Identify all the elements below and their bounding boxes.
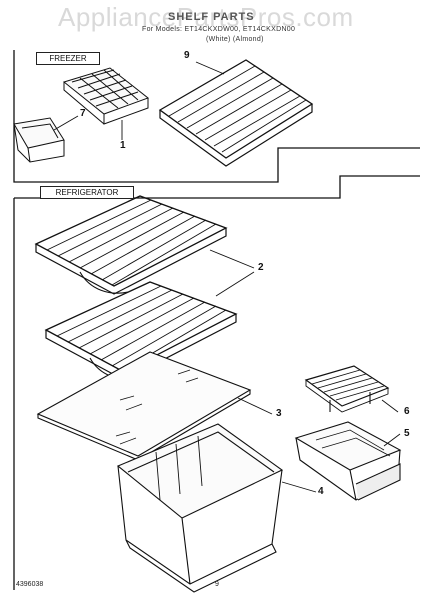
callout-1: 1 [120,140,126,151]
page-title: SHELF PARTS [168,11,255,23]
callout-9: 9 [184,50,190,61]
leader-2-upper [209,249,255,269]
leader-lines [53,61,401,493]
refrigerator-top-border [14,175,420,199]
refrigerator-label: REFRIGERATOR [40,186,134,199]
callout-2: 2 [258,262,264,273]
meat-keeper-pan-drawing [294,421,402,501]
watermark-text: AppliancePartsPros.com [58,2,354,32]
freezer-label: FREEZER [36,52,100,65]
callout-6: 6 [404,406,410,417]
models-line: For Models: ET14CKXDW00, ET14CKXDN00 [142,26,296,33]
leader-2-lower [215,271,255,297]
callout-3: 3 [276,408,282,419]
callout-4: 4 [318,486,324,497]
glass-cover-drawing [36,351,252,461]
document-number: 4396038 [16,581,44,588]
colors-line: (White) (Almond) [206,36,264,43]
freezer-bin-drawing [13,117,65,163]
meat-pan-shelf-drawing [304,365,390,413]
crisper-drawer-drawing [116,423,284,593]
freezer-section-border [13,50,420,183]
callout-5: 5 [404,428,410,439]
leader-6 [381,399,399,413]
freezer-wire-shelf-drawing [158,59,314,167]
leader-4 [281,481,317,493]
refrigerator-upper-shelf-drawing [34,195,228,295]
ice-cube-tray-drawing [62,67,150,125]
leader-3 [237,397,273,415]
leader-5 [383,433,401,447]
leader-7 [53,115,79,131]
page-number: 9 [215,581,219,588]
callout-7: 7 [80,108,86,119]
leader-9 [195,61,225,75]
